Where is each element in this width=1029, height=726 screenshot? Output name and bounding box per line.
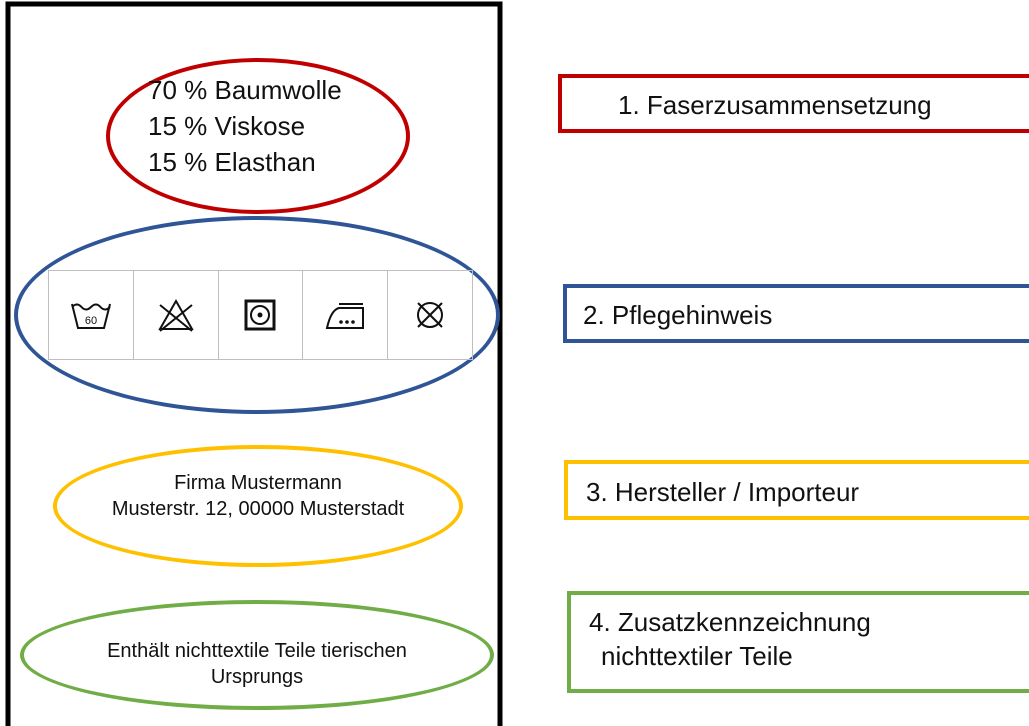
fiber-line-cotton: 70 % Baumwolle [148, 75, 342, 105]
fiber-line-viscose: 15 % Viskose [148, 111, 306, 141]
fiber-composition-ellipse [106, 58, 410, 214]
care-cell-bleach [134, 271, 219, 359]
annotation-care-instructions: 2. Pflegehinweis [563, 284, 1029, 343]
fiber-line-elastane: 15 % Elasthan [148, 147, 316, 177]
manufacturer-ellipse [53, 445, 463, 567]
non-textile-line-1: Enthält nichttextile Teile tierischen [107, 640, 407, 662]
annotation-care-instructions-label: 2. Pflegehinweis [583, 300, 773, 330]
care-cell-dry [219, 271, 304, 359]
do-not-bleach-icon [157, 298, 194, 332]
annotation-manufacturer-label: 3. Hersteller / Importeur [586, 477, 860, 507]
care-cell-wash: 60 [49, 271, 134, 359]
annotation-fiber-composition-label: 1. Faserzusammensetzung [618, 90, 932, 120]
iron-icon [326, 303, 365, 329]
non-textile-line-2: Ursprungs [210, 666, 304, 688]
non-textile-text: Enthält nichttextile Teile tierischen Ur… [20, 638, 494, 690]
care-symbols-strip: 60 [48, 270, 473, 360]
annotation-fiber-composition: 1. Faserzusammensetzung [558, 74, 1029, 133]
manufacturer-name: Firma Mustermann [174, 472, 342, 494]
wash-temperature: 60 [85, 315, 97, 327]
annotation-non-textile: 4. Zusatzkennzeichnung nichttextiler Tei… [567, 591, 1029, 693]
annotation-manufacturer: 3. Hersteller / Importeur [564, 460, 1029, 520]
manufacturer-text: Firma Mustermann Musterstr. 12, 00000 Mu… [53, 470, 463, 522]
manufacturer-address: Musterstr. 12, 00000 Musterstadt [111, 498, 405, 520]
care-instructions-ellipse [14, 216, 500, 414]
fiber-composition-text: 70 % Baumwolle 15 % Viskose 15 % Elastha… [148, 72, 342, 180]
do-not-dry-clean-icon [417, 302, 444, 328]
annotation-non-textile-line-1: 4. Zusatzkennzeichnung [589, 607, 871, 637]
tumble-dry-icon [244, 299, 276, 331]
care-cell-iron [303, 271, 389, 359]
non-textile-ellipse [20, 600, 494, 710]
care-cell-dryclean [388, 271, 473, 359]
annotation-non-textile-line-2: nichttextiler Teile [601, 641, 793, 671]
wash-60-icon: 60 [70, 303, 111, 329]
